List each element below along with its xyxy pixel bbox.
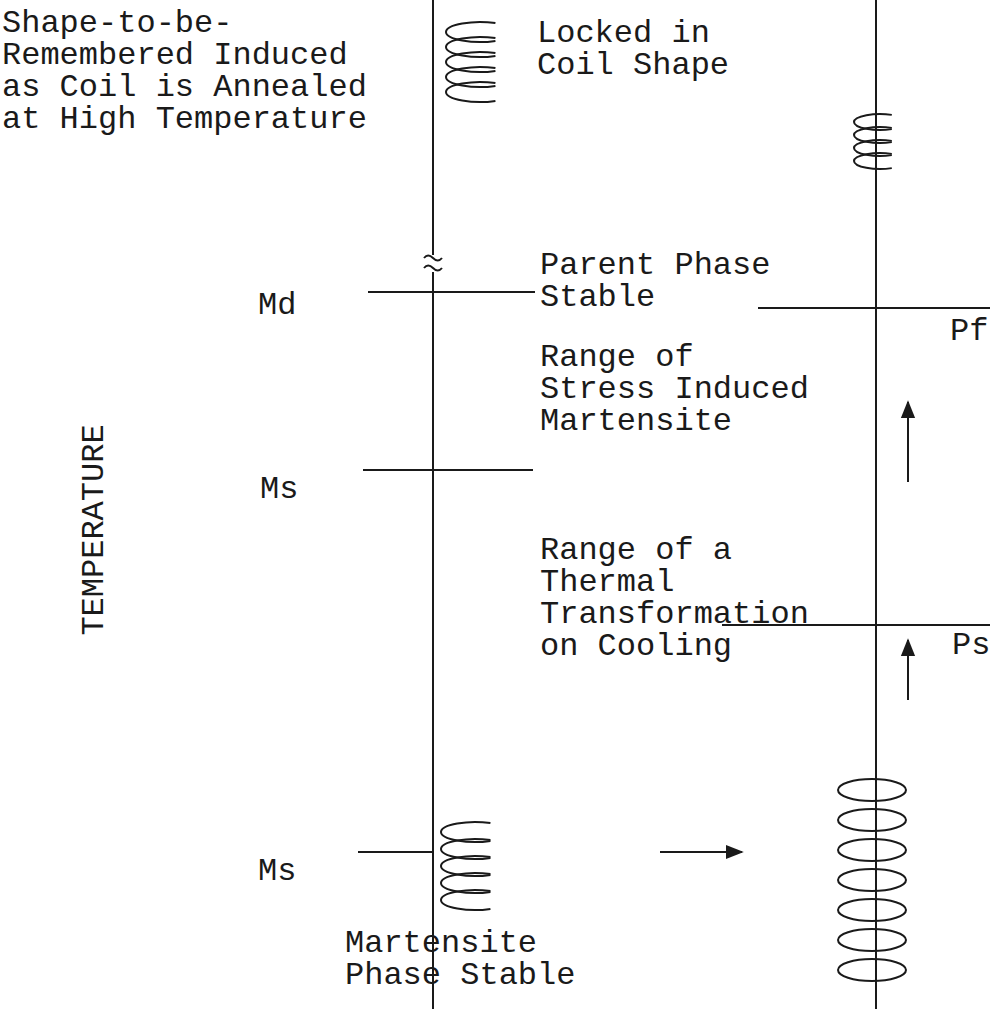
coil-turn	[446, 22, 495, 42]
phase-label: Parent Phase Stable	[540, 250, 790, 314]
arrow	[907, 402, 909, 482]
coil-turn	[838, 929, 906, 951]
coil-turn	[838, 869, 906, 891]
coil-turn	[854, 153, 892, 169]
coil-turn	[446, 82, 495, 102]
note-text: Shape-to-be- Remembered Induced as Coil …	[2, 8, 397, 136]
phase-label: Martensite Phase Stable	[345, 928, 595, 992]
coil-turn	[446, 67, 495, 87]
md-line	[368, 291, 535, 293]
coil-turn	[838, 899, 906, 921]
temperature-mark: Pf	[950, 316, 998, 348]
arrow	[907, 640, 909, 700]
coil-turn	[838, 839, 906, 861]
axis-break	[424, 256, 442, 271]
range-label: Range of Stress Induced Martensite	[540, 342, 820, 438]
arrow	[660, 851, 742, 853]
axis-line	[432, 272, 434, 1009]
coil-turn	[838, 779, 906, 801]
temperature-mark: Ms	[258, 856, 338, 888]
ms-line	[363, 469, 533, 471]
axis-title: TEMPERATURE	[79, 424, 111, 635]
temperature-mark: Ps	[952, 630, 1000, 662]
pf-line	[758, 307, 990, 309]
axis-line	[432, 0, 434, 255]
coil-turn	[838, 809, 906, 831]
coil-turn	[441, 890, 490, 910]
coil-turn	[446, 37, 495, 57]
note-text: Locked in Coil Shape	[537, 18, 752, 82]
coil-turn	[446, 52, 495, 72]
coil-turn	[838, 959, 906, 981]
ms-line	[358, 851, 433, 853]
range-label: Range of a Thermal Transformation on Coo…	[540, 535, 820, 663]
temperature-mark: Ms	[260, 474, 340, 506]
temperature-mark: Md	[258, 290, 338, 322]
axis-line	[875, 0, 877, 1009]
